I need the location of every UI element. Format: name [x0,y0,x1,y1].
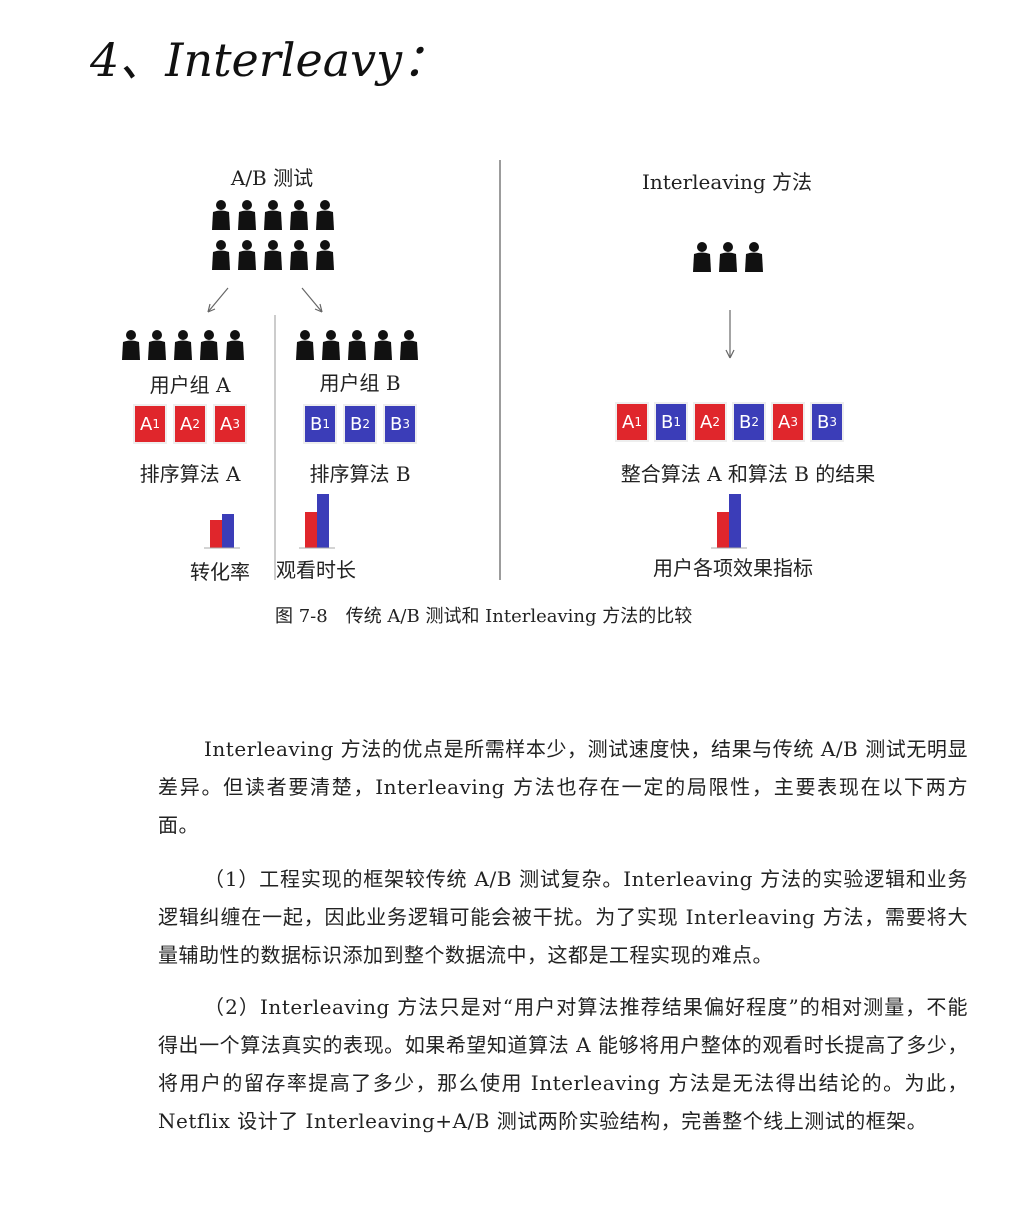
group-b-label: 用户组 B [319,371,401,395]
interleaving-crowd [693,242,763,272]
split-arrows [207,287,735,359]
ab-test-title: A/B 测试 [230,166,314,190]
sort-algorithm-b-label: 排序算法 B [309,462,411,486]
paragraph-advantages: Interleaving 方法的优点是所需样本少，测试速度快，结果与传统 A/B… [158,737,968,837]
ab-user-crowd [212,200,334,270]
svg-text:4、Interleavy：: 4、Interleavy： [90,33,448,87]
group-b-crowd [296,330,418,360]
figure-graphics [122,160,763,580]
bar-chart-watch-time [299,494,335,549]
handwritten-title: 4、Interleavy： [90,33,448,87]
bar-chart-user-metrics [711,494,747,549]
group-a-crowd [122,330,244,360]
figure-caption: 图 7-8 传统 A/B 测试和 Interleaving 方法的比较 [275,606,693,627]
metric-user-label: 用户各项效果指标 [653,556,813,580]
sort-algorithm-a-label: 排序算法 A [139,462,241,486]
group-a-label: 用户组 A [149,373,231,397]
metric-conversion-label: 转化率 [190,560,250,584]
merged-result-label: 整合算法 A 和算法 B 的结果 [620,462,876,486]
paragraph-limitation-1: （1）工程实现的框架较传统 A/B 测试复杂。Interleaving 方法的实… [158,867,968,967]
paragraph-limitation-2: （2）Interleaving 方法只是对“用户对算法推荐结果偏好程度”的相对测… [158,995,968,1133]
bar-chart-conversion [204,514,240,549]
metric-watch-time-label: 观看时长 [276,558,356,582]
interleaving-title: Interleaving 方法 [641,170,813,194]
